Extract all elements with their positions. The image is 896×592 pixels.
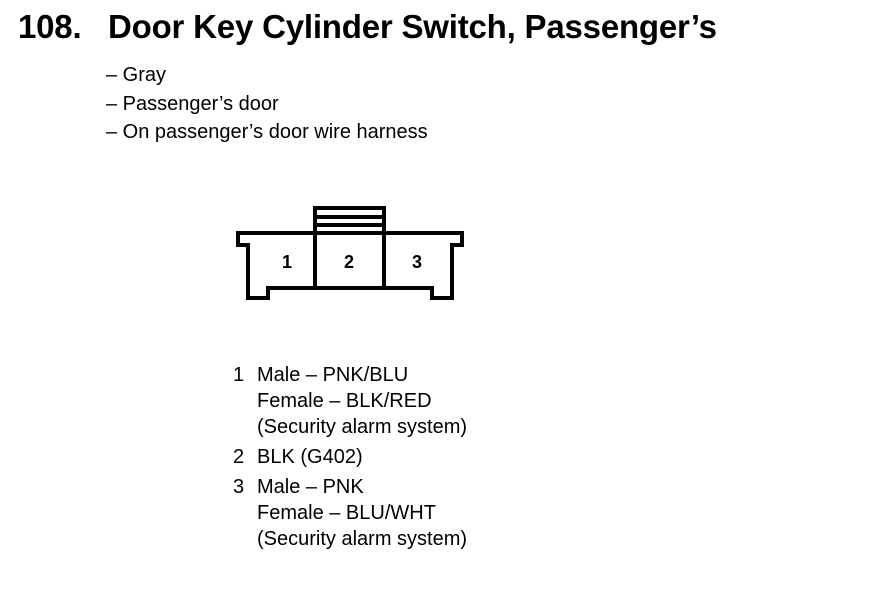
item-number: 108. <box>18 8 82 45</box>
pin-line: Female – BLU/WHT <box>257 502 436 524</box>
pin-label-3: 3 <box>412 252 422 272</box>
component-name: Door Key Cylinder Switch, Passenger’s <box>108 8 717 45</box>
connector-housing <box>236 231 464 300</box>
pin-number: 3 <box>233 476 245 498</box>
pin-legend: 1 Male – PNK/BLU Female – BLK/RED (Secur… <box>233 362 467 556</box>
connector-diagram: 1 2 3 <box>236 206 464 300</box>
connector-info: – Gray – Passenger’s door – On passenger… <box>106 61 428 147</box>
connector-lock-tab <box>313 206 386 233</box>
pin-line: Female – BLK/RED <box>257 390 432 412</box>
pin-item-1: 1 Male – PNK/BLU Female – BLK/RED (Secur… <box>233 362 467 440</box>
pin-label-2: 2 <box>344 252 354 272</box>
pin-line: Male – PNK/BLU <box>257 364 409 386</box>
info-location: – Passenger’s door <box>106 92 279 115</box>
pin-number: 1 <box>233 364 245 386</box>
pin-item-3: 3 Male – PNK Female – BLU/WHT (Security … <box>233 474 467 552</box>
pin-number: 2 <box>233 446 245 468</box>
pin-line: Male – PNK <box>257 476 364 498</box>
info-harness: – On passenger’s door wire harness <box>106 121 428 143</box>
pin-label-1: 1 <box>282 252 292 272</box>
info-color: – Gray <box>106 64 167 86</box>
pin-line: BLK (G402) <box>257 446 363 468</box>
pin-item-2: 2 BLK (G402) <box>233 444 467 470</box>
page-title: 108. Door Key Cylinder Switch, Passenger’… <box>18 8 717 46</box>
pin-line: (Security alarm system) <box>257 528 468 550</box>
pin-line: (Security alarm system) <box>257 416 468 438</box>
